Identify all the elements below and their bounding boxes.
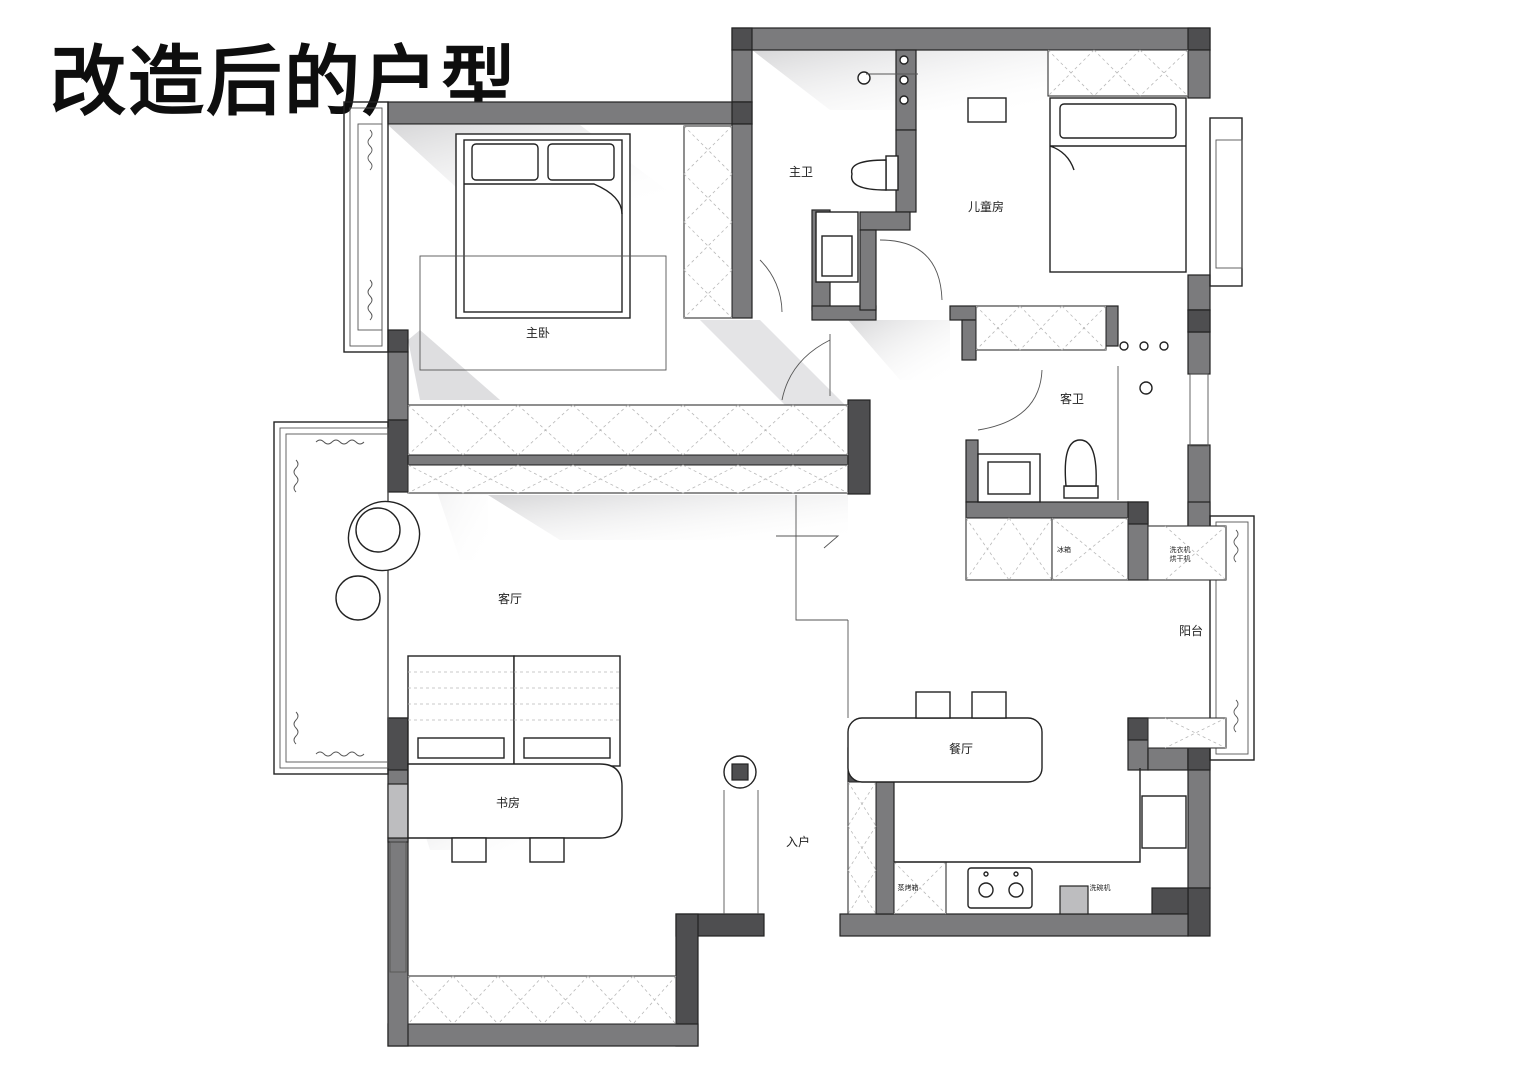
label-guest-bath: 客卫 [1060, 391, 1084, 406]
walls [387, 27, 1211, 1047]
label-master-bedroom: 主卧 [526, 326, 550, 340]
label-kids-room: 儿童房 [968, 199, 1004, 214]
kids-bed [1049, 97, 1187, 273]
stove [967, 867, 1033, 909]
label-dining-room: 餐厅 [949, 741, 973, 756]
dining-table [847, 717, 1043, 783]
armchair [347, 500, 421, 572]
label-balcony: 阳台 [1179, 623, 1203, 638]
label-washer: 洗衣机 [1170, 545, 1191, 554]
label-fridge: 冰箱 [1057, 545, 1071, 554]
label-master-bath: 主卫 [789, 165, 813, 179]
label-steam-oven: 蒸烤箱 [898, 883, 919, 892]
master-bed [455, 133, 631, 319]
label-study: 书房 [496, 795, 520, 810]
appliance-labels: 冰箱 洗衣机 烘干机 蒸烤箱 洗碗机 [898, 545, 1191, 892]
label-dryer: 烘干机 [1170, 554, 1191, 563]
furniture [335, 55, 1187, 915]
master-toilet [850, 155, 899, 191]
windows [273, 101, 1255, 973]
guest-toilet [1063, 439, 1099, 499]
study-desk [407, 763, 623, 839]
cabinets [407, 49, 1227, 1025]
label-dishwasher: 洗碗机 [1090, 883, 1111, 892]
room-labels: 主卧 主卫 儿童房 客卫 客厅 阳台 餐厅 书房 入户 [496, 165, 1203, 849]
label-entrance: 入户 [786, 834, 810, 849]
side-table [335, 575, 381, 621]
label-living-room: 客厅 [498, 591, 522, 606]
